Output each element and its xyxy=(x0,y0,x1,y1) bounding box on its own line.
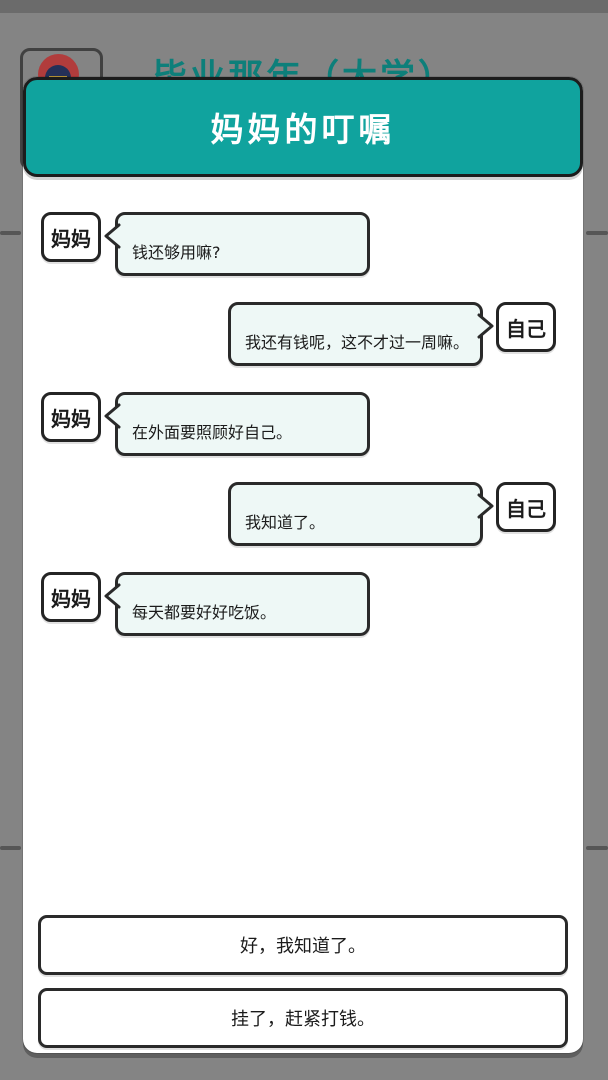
speaker-label: 自己 xyxy=(496,482,556,532)
status-bar-area xyxy=(0,0,608,13)
options-area: 好，我知道了。挂了，赶紧打钱。 xyxy=(38,902,568,1048)
background-divider xyxy=(0,231,21,235)
message-bubble: 每天都要好好吃饭。 xyxy=(104,572,370,636)
speaker-label: 妈妈 xyxy=(41,392,101,442)
message-bubble: 钱还够用嘛? xyxy=(104,212,370,276)
dialog-title: 妈妈的叮嘱 xyxy=(210,110,396,149)
background-divider xyxy=(0,846,21,850)
dialog-option-button[interactable]: 好，我知道了。 xyxy=(38,915,568,975)
message-bubble: 我还有钱呢，这不才过一周嘛。 xyxy=(228,302,494,366)
message-text: 我知道了。 xyxy=(245,513,326,532)
chat-row-right: 我知道了。 自己 xyxy=(41,482,556,546)
message-bubble: 在外面要照顾好自己。 xyxy=(104,392,370,456)
dialog-title-bar: 妈妈的叮嘱 xyxy=(23,77,583,177)
bubble-tail-icon xyxy=(104,583,121,609)
dialog-option-button[interactable]: 挂了，赶紧打钱。 xyxy=(38,988,568,1048)
chat-row-left: 妈妈 在外面要照顾好自己。 xyxy=(41,392,556,456)
message-text: 每天都要好好吃饭。 xyxy=(132,603,277,622)
message-text: 钱还够用嘛? xyxy=(132,243,221,262)
bubble-tail-icon xyxy=(477,313,494,339)
speaker-label: 妈妈 xyxy=(41,212,101,262)
background-divider xyxy=(586,846,608,850)
bubble-tail-icon xyxy=(477,493,494,519)
chat-row-left: 妈妈 每天都要好好吃饭。 xyxy=(41,572,556,636)
speaker-label: 自己 xyxy=(496,302,556,352)
bubble-tail-icon xyxy=(104,403,121,429)
dialog-modal: 妈妈的叮嘱 妈妈 钱还够用嘛? 我还有钱呢，这不才过一周嘛。 自己 妈妈 在外面… xyxy=(23,77,583,1053)
message-text: 在外面要照顾好自己。 xyxy=(132,423,293,442)
background-divider xyxy=(586,231,608,235)
message-text: 我还有钱呢，这不才过一周嘛。 xyxy=(245,333,468,352)
chat-area: 妈妈 钱还够用嘛? 我还有钱呢，这不才过一周嘛。 自己 妈妈 在外面要照顾好自己… xyxy=(23,177,583,903)
chat-row-right: 我还有钱呢，这不才过一周嘛。 自己 xyxy=(41,302,556,366)
bubble-tail-icon xyxy=(104,223,121,249)
chat-row-left: 妈妈 钱还够用嘛? xyxy=(41,212,556,276)
speaker-label: 妈妈 xyxy=(41,572,101,622)
message-bubble: 我知道了。 xyxy=(228,482,494,546)
